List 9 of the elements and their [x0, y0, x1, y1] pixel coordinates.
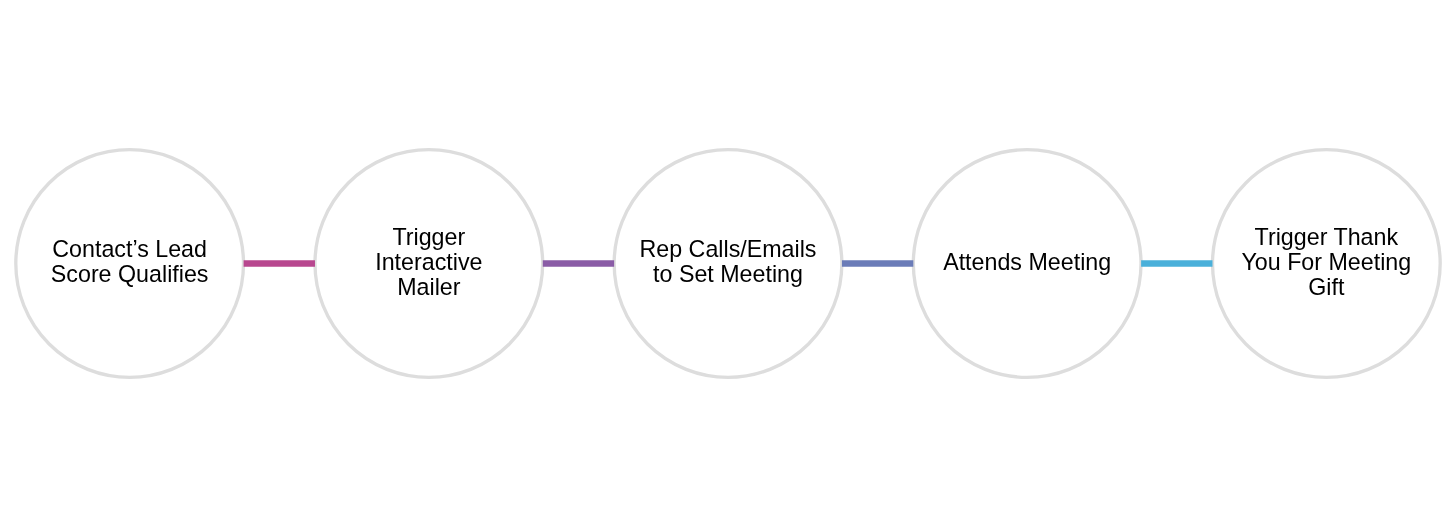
- node-circle: Contact’s Lead Score Qualifies: [14, 148, 246, 379]
- connector: [243, 260, 315, 267]
- connector: [841, 260, 914, 267]
- node-circle: Rep Calls/Emails to Set Meeting: [612, 148, 844, 379]
- node-circle: Trigger Interactive Mailer: [313, 148, 545, 379]
- node-circle: Trigger Thank You For Meeting Gift: [1210, 148, 1442, 379]
- connector: [542, 260, 615, 267]
- node-circle: Attends Meeting: [911, 148, 1143, 379]
- connector: [1141, 260, 1213, 267]
